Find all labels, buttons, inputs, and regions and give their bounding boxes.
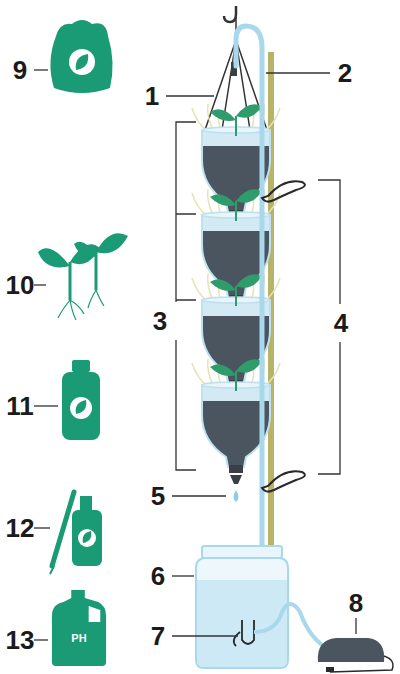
callout-number: 4 [326, 308, 356, 338]
callout-number: 10 [5, 270, 35, 300]
callout-number: 8 [341, 588, 371, 618]
callout-number: 7 [143, 621, 173, 651]
clips [262, 181, 305, 491]
water-drop [234, 490, 239, 502]
nutrient-bottle-icon [62, 360, 100, 440]
jug-handle [89, 606, 101, 622]
callout-number: 13 [5, 625, 35, 655]
callout-number: 12 [5, 513, 35, 543]
air-line [254, 604, 330, 650]
leader-lines [34, 70, 356, 640]
drip-nozzle [230, 475, 242, 484]
ph-jug-icon: PH [50, 588, 108, 668]
reservoir-jar [196, 546, 288, 668]
callout-number: 6 [143, 561, 173, 591]
callout-number: 3 [145, 306, 175, 336]
callout-number: 2 [330, 58, 360, 88]
jug-shape [50, 588, 108, 668]
callout-number: 1 [137, 81, 167, 111]
bottle-stack [192, 104, 280, 473]
callout-number: 9 [5, 55, 35, 85]
air-tube [236, 26, 262, 630]
air-stone [234, 620, 254, 646]
callout-number: 5 [143, 481, 173, 511]
jug-body [52, 590, 106, 666]
jug-text: PH [50, 588, 108, 644]
seedlings-icon [38, 233, 128, 320]
test-kit-icon [50, 492, 102, 574]
callout-number: 11 [5, 391, 35, 421]
soil-bag-icon [50, 20, 112, 93]
air-pump [318, 638, 393, 672]
